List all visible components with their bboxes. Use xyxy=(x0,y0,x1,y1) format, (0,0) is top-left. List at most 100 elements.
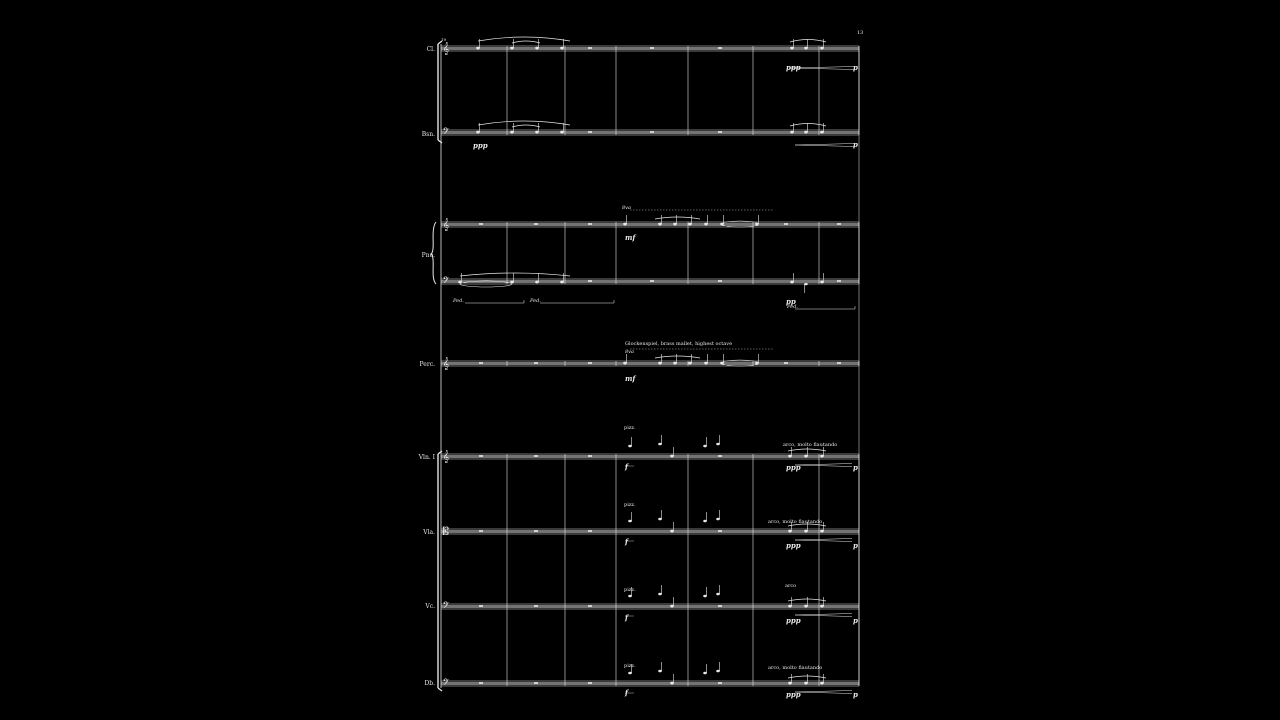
notehead xyxy=(658,442,662,446)
notehead xyxy=(658,517,662,521)
slur xyxy=(459,272,571,277)
notehead xyxy=(673,222,677,226)
whole-rest xyxy=(837,223,841,225)
whole-rest xyxy=(718,47,722,49)
whole-rest xyxy=(479,530,483,532)
instrument-name-percussion: Perc. xyxy=(419,361,435,368)
hairpin xyxy=(794,538,853,542)
whole-rest xyxy=(479,682,483,684)
whole-rest xyxy=(588,280,592,282)
perc-instrument-text: Glockenspiel, brass mallet, highest octa… xyxy=(625,341,733,347)
vln-dynamic-ppp: ppp xyxy=(786,463,801,472)
staff-lines xyxy=(441,45,859,687)
hairpin xyxy=(794,690,853,694)
perc-dynamic-mf: mf xyxy=(625,374,636,383)
instrument-name-clarinet: Cl. xyxy=(426,46,435,53)
whole-rest xyxy=(479,605,483,607)
whole-rest xyxy=(588,223,592,225)
notehead xyxy=(623,361,627,365)
notehead xyxy=(788,681,792,685)
clef: 𝄡 xyxy=(443,525,449,538)
notehead xyxy=(820,280,824,284)
whole-rest xyxy=(588,682,592,684)
notehead xyxy=(703,444,707,448)
vla-dynamic-f: f xyxy=(625,537,629,546)
whole-rest xyxy=(718,605,722,607)
instrument-name-double-bass: Db. xyxy=(424,680,435,687)
notehead xyxy=(670,604,674,608)
page-number: 13 xyxy=(857,30,864,36)
notehead xyxy=(804,529,808,533)
pno-pedal-2: Ped. xyxy=(530,298,541,304)
whole-rest xyxy=(718,131,722,133)
whole-rest xyxy=(479,362,483,364)
notehead xyxy=(688,361,692,365)
notehead xyxy=(820,681,824,685)
instrument-name-viola: Vla. xyxy=(423,529,435,536)
pedal-line xyxy=(795,306,856,310)
notehead xyxy=(560,280,564,284)
vc-pizz: pizz. xyxy=(624,587,636,593)
clef: 𝄢 xyxy=(442,677,449,690)
notehead xyxy=(476,130,480,134)
pedal-line xyxy=(465,300,615,304)
notation: 𝄞𝄢𝄞𝄢𝄞𝄞𝄡𝄢𝄢 xyxy=(442,36,856,694)
vc-dynamic-ppp: ppp xyxy=(786,616,801,625)
vla-dynamic-p: p xyxy=(853,541,858,550)
notehead xyxy=(790,130,794,134)
instrument-name-violin: Vln. I xyxy=(418,454,435,461)
vc-dynamic-f: f xyxy=(625,613,629,622)
tie-cluster xyxy=(459,280,513,288)
vln-pizz: pizz. xyxy=(624,425,636,431)
whole-rest xyxy=(534,455,538,457)
instrument-name-bassoon: Bsn. xyxy=(421,131,435,138)
woodwind-bracket xyxy=(437,40,443,144)
slur xyxy=(789,123,827,127)
notehead xyxy=(628,594,632,598)
vc-dynamic-p: p xyxy=(853,616,858,625)
db-dynamic-ppp: ppp xyxy=(786,690,801,699)
slur xyxy=(511,124,541,128)
notehead xyxy=(688,222,692,226)
notehead xyxy=(804,454,808,458)
whole-rest xyxy=(588,530,592,532)
whole-rest xyxy=(784,362,788,364)
notehead xyxy=(658,669,662,673)
whole-rest xyxy=(650,280,654,282)
notehead xyxy=(804,46,808,50)
whole-rest xyxy=(534,362,538,364)
whole-rest xyxy=(718,280,722,282)
notehead xyxy=(704,361,708,365)
slur xyxy=(654,216,701,220)
whole-rest xyxy=(534,223,538,225)
whole-rest xyxy=(479,223,483,225)
whole-rest xyxy=(588,362,592,364)
notehead xyxy=(788,454,792,458)
pno-lh-dynamic-pp: pp xyxy=(786,297,796,306)
notehead xyxy=(458,280,462,284)
clef: 𝄢 xyxy=(442,126,449,139)
slur xyxy=(654,355,701,359)
notehead xyxy=(560,130,564,134)
notehead xyxy=(820,46,824,50)
clef: 𝄞 xyxy=(443,357,450,370)
barlines xyxy=(430,40,860,692)
slur xyxy=(787,448,827,452)
bsn-dynamic-ppp: ppp xyxy=(473,141,488,150)
strings-bracket xyxy=(437,450,443,692)
notehead xyxy=(804,130,808,134)
whole-rest xyxy=(588,47,592,49)
hairpin xyxy=(794,143,856,147)
vla-arco: arco, molto flautando xyxy=(768,519,823,525)
notehead xyxy=(703,519,707,523)
measure-number: 19 xyxy=(441,37,447,42)
notehead xyxy=(510,130,514,134)
slur xyxy=(787,598,827,602)
notehead xyxy=(716,517,720,521)
clef: 𝄢 xyxy=(442,275,449,288)
hairpin xyxy=(789,66,856,70)
whole-rest xyxy=(588,455,592,457)
notehead xyxy=(703,594,707,598)
notehead xyxy=(716,592,720,596)
slur xyxy=(511,40,541,44)
